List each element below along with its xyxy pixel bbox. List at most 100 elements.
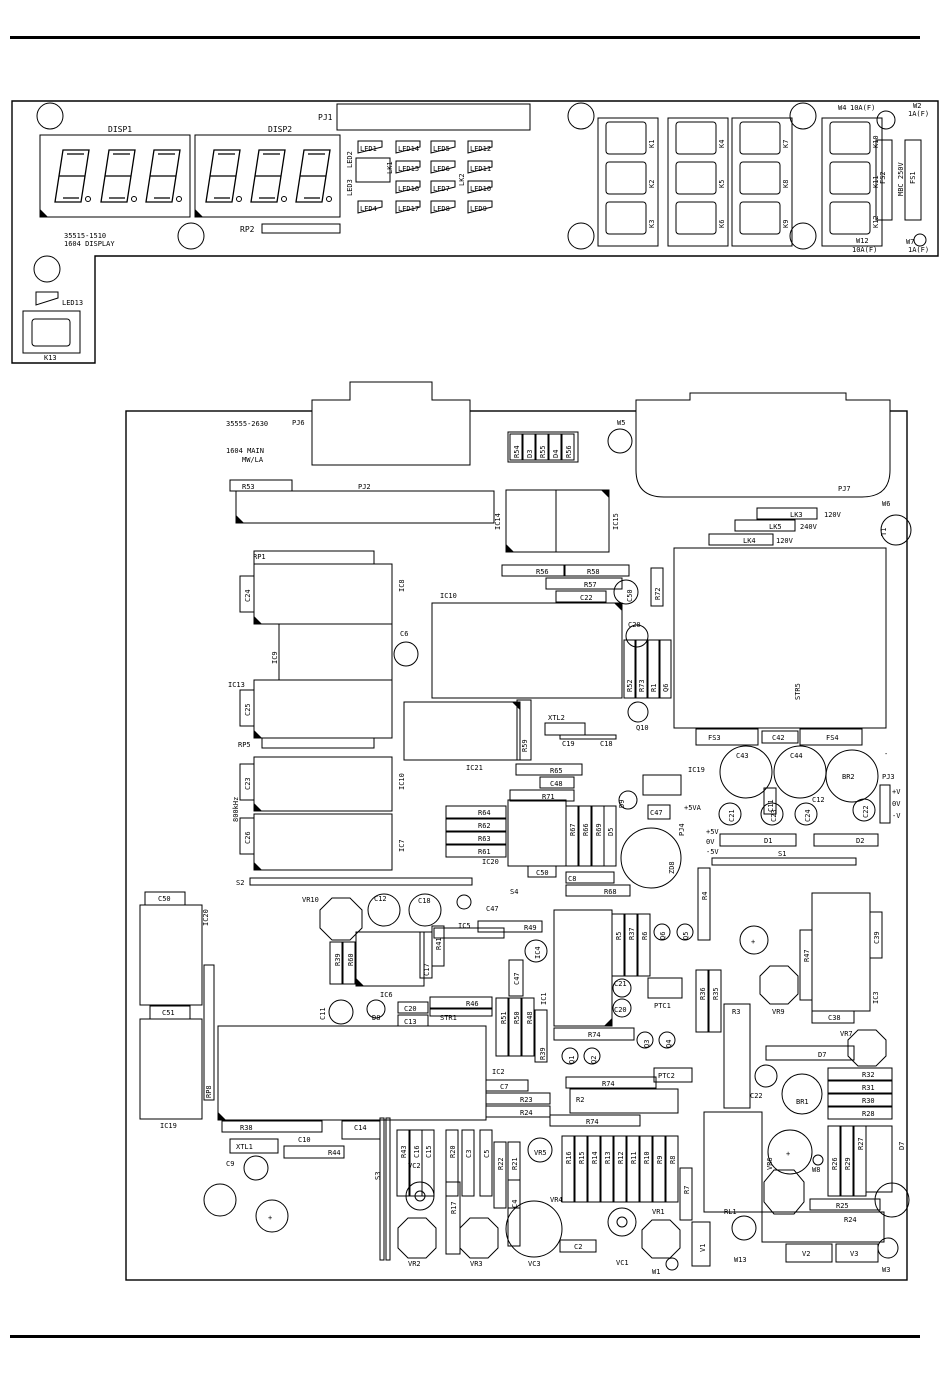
r41-label: R44 <box>328 1149 341 1157</box>
led-label: LED1 <box>360 145 377 153</box>
c20-label: C20 <box>614 1006 627 1014</box>
vertical-part <box>561 1135 575 1203</box>
vertical-part <box>603 805 617 867</box>
key-cap[interactable] <box>605 201 647 235</box>
ic13-label: IC10 <box>398 773 406 790</box>
led-label: LED6 <box>433 165 450 173</box>
q8-label: D8 <box>372 1014 380 1022</box>
v120a-label: 120V <box>824 511 842 519</box>
pj2-label: PJ2 <box>358 483 371 491</box>
r4-label: R4 <box>701 892 709 900</box>
led-outline <box>430 160 456 174</box>
key-cap[interactable] <box>829 161 871 195</box>
part-label: R69 <box>595 823 603 836</box>
ic16-label: IC15 <box>612 513 620 530</box>
r73-label: R74 <box>602 1080 615 1088</box>
vertical-part <box>535 433 549 461</box>
vc3-label: VC3 <box>528 1260 541 1268</box>
seven-segment-digit <box>100 149 137 203</box>
seven-segment-digit <box>145 149 182 203</box>
c38-label: C39 <box>873 931 881 944</box>
c21-label: C21 <box>614 980 627 988</box>
main-board-variant: MW/LA <box>242 456 264 464</box>
q2-label: Q2 <box>590 1056 598 1064</box>
key-cap[interactable] <box>675 121 717 155</box>
r48-label: R50 <box>513 1011 521 1024</box>
minus-mark: - <box>884 750 888 758</box>
r59-label: R60 <box>347 953 355 966</box>
seven-segment-digit <box>205 149 242 203</box>
part-label: R64 <box>478 809 491 817</box>
v240-label: 240V <box>800 523 818 531</box>
key-cap[interactable] <box>829 201 871 235</box>
vertical-part <box>587 1135 601 1203</box>
key-label: K12 <box>872 215 880 228</box>
vertical-part <box>626 1135 640 1203</box>
r69-label: R71 <box>542 793 555 801</box>
q10-label: Q10 <box>636 724 649 732</box>
led-outline <box>395 180 421 194</box>
r39-label: R39 <box>334 953 342 966</box>
c45-label: C47 <box>486 905 499 913</box>
q6-label: Q6 <box>659 932 667 940</box>
r35-label: R36 <box>699 987 707 1000</box>
key-cap[interactable] <box>739 201 781 235</box>
c39-label: C42 <box>772 734 785 742</box>
vertical-part <box>522 433 536 461</box>
zero-v2-label: 0V <box>706 838 715 846</box>
c7-label: C7 <box>500 1083 508 1091</box>
part-label: D5 <box>607 828 615 836</box>
key-label: K1 <box>648 140 656 148</box>
key-cap[interactable] <box>739 121 781 155</box>
led-outline <box>430 140 456 154</box>
ic6-label: IC6 <box>380 991 393 999</box>
s3-label: S3 <box>374 1172 382 1180</box>
w6-label: W6 <box>882 500 890 508</box>
c42-label: C44 <box>790 752 803 760</box>
key-cap[interactable] <box>739 161 781 195</box>
r44-label: R46 <box>466 1000 479 1008</box>
ic21-label: IC21 <box>466 764 483 772</box>
c26-label: C21 <box>728 809 736 822</box>
lk3-label: LK3 <box>790 511 803 519</box>
r72-label: R74 <box>588 1031 601 1039</box>
c12-label-a: C12 <box>812 796 825 804</box>
vertical-part <box>635 639 648 699</box>
led-outline <box>395 160 421 174</box>
r64-label: R65 <box>550 767 563 775</box>
w8-label: W8 <box>812 1166 820 1174</box>
vr7-label: VR7 <box>840 1030 853 1038</box>
r55-label: R56 <box>536 568 549 576</box>
vc1-label: VC1 <box>616 1259 629 1267</box>
r49-label: R51 <box>500 1011 508 1024</box>
led-label: LED7 <box>433 185 450 193</box>
key-cap[interactable] <box>605 161 647 195</box>
vertical-part <box>421 1129 435 1197</box>
r56-label: R57 <box>584 581 597 589</box>
c44-label: C47 <box>513 972 521 985</box>
r26-label: R26 <box>831 1157 839 1170</box>
key-cap[interactable] <box>675 161 717 195</box>
part-label: R67 <box>569 823 577 836</box>
part-label: R56 <box>565 445 573 458</box>
r74-label: R74 <box>586 1118 599 1126</box>
rp8-label: RP8 <box>205 1085 213 1098</box>
key-cap[interactable] <box>675 201 717 235</box>
c24-label: C19 <box>562 740 575 748</box>
horizontal-part <box>445 818 507 832</box>
r70-label: R72 <box>654 587 662 600</box>
key-cap[interactable] <box>605 121 647 155</box>
led2-label: LED2 <box>346 151 354 168</box>
key-column <box>597 117 659 247</box>
part-label: R1 <box>650 684 658 692</box>
display-part-number: 35515-1510 <box>64 232 106 240</box>
w1-label: W1 <box>652 1268 660 1276</box>
part-label: D3 <box>526 450 534 458</box>
c34-label: C24 <box>244 589 252 602</box>
key-cap[interactable] <box>829 121 871 155</box>
key-label: K3 <box>648 220 656 228</box>
horizontal-part <box>827 1080 893 1094</box>
r45-label: R48 <box>526 1011 534 1024</box>
